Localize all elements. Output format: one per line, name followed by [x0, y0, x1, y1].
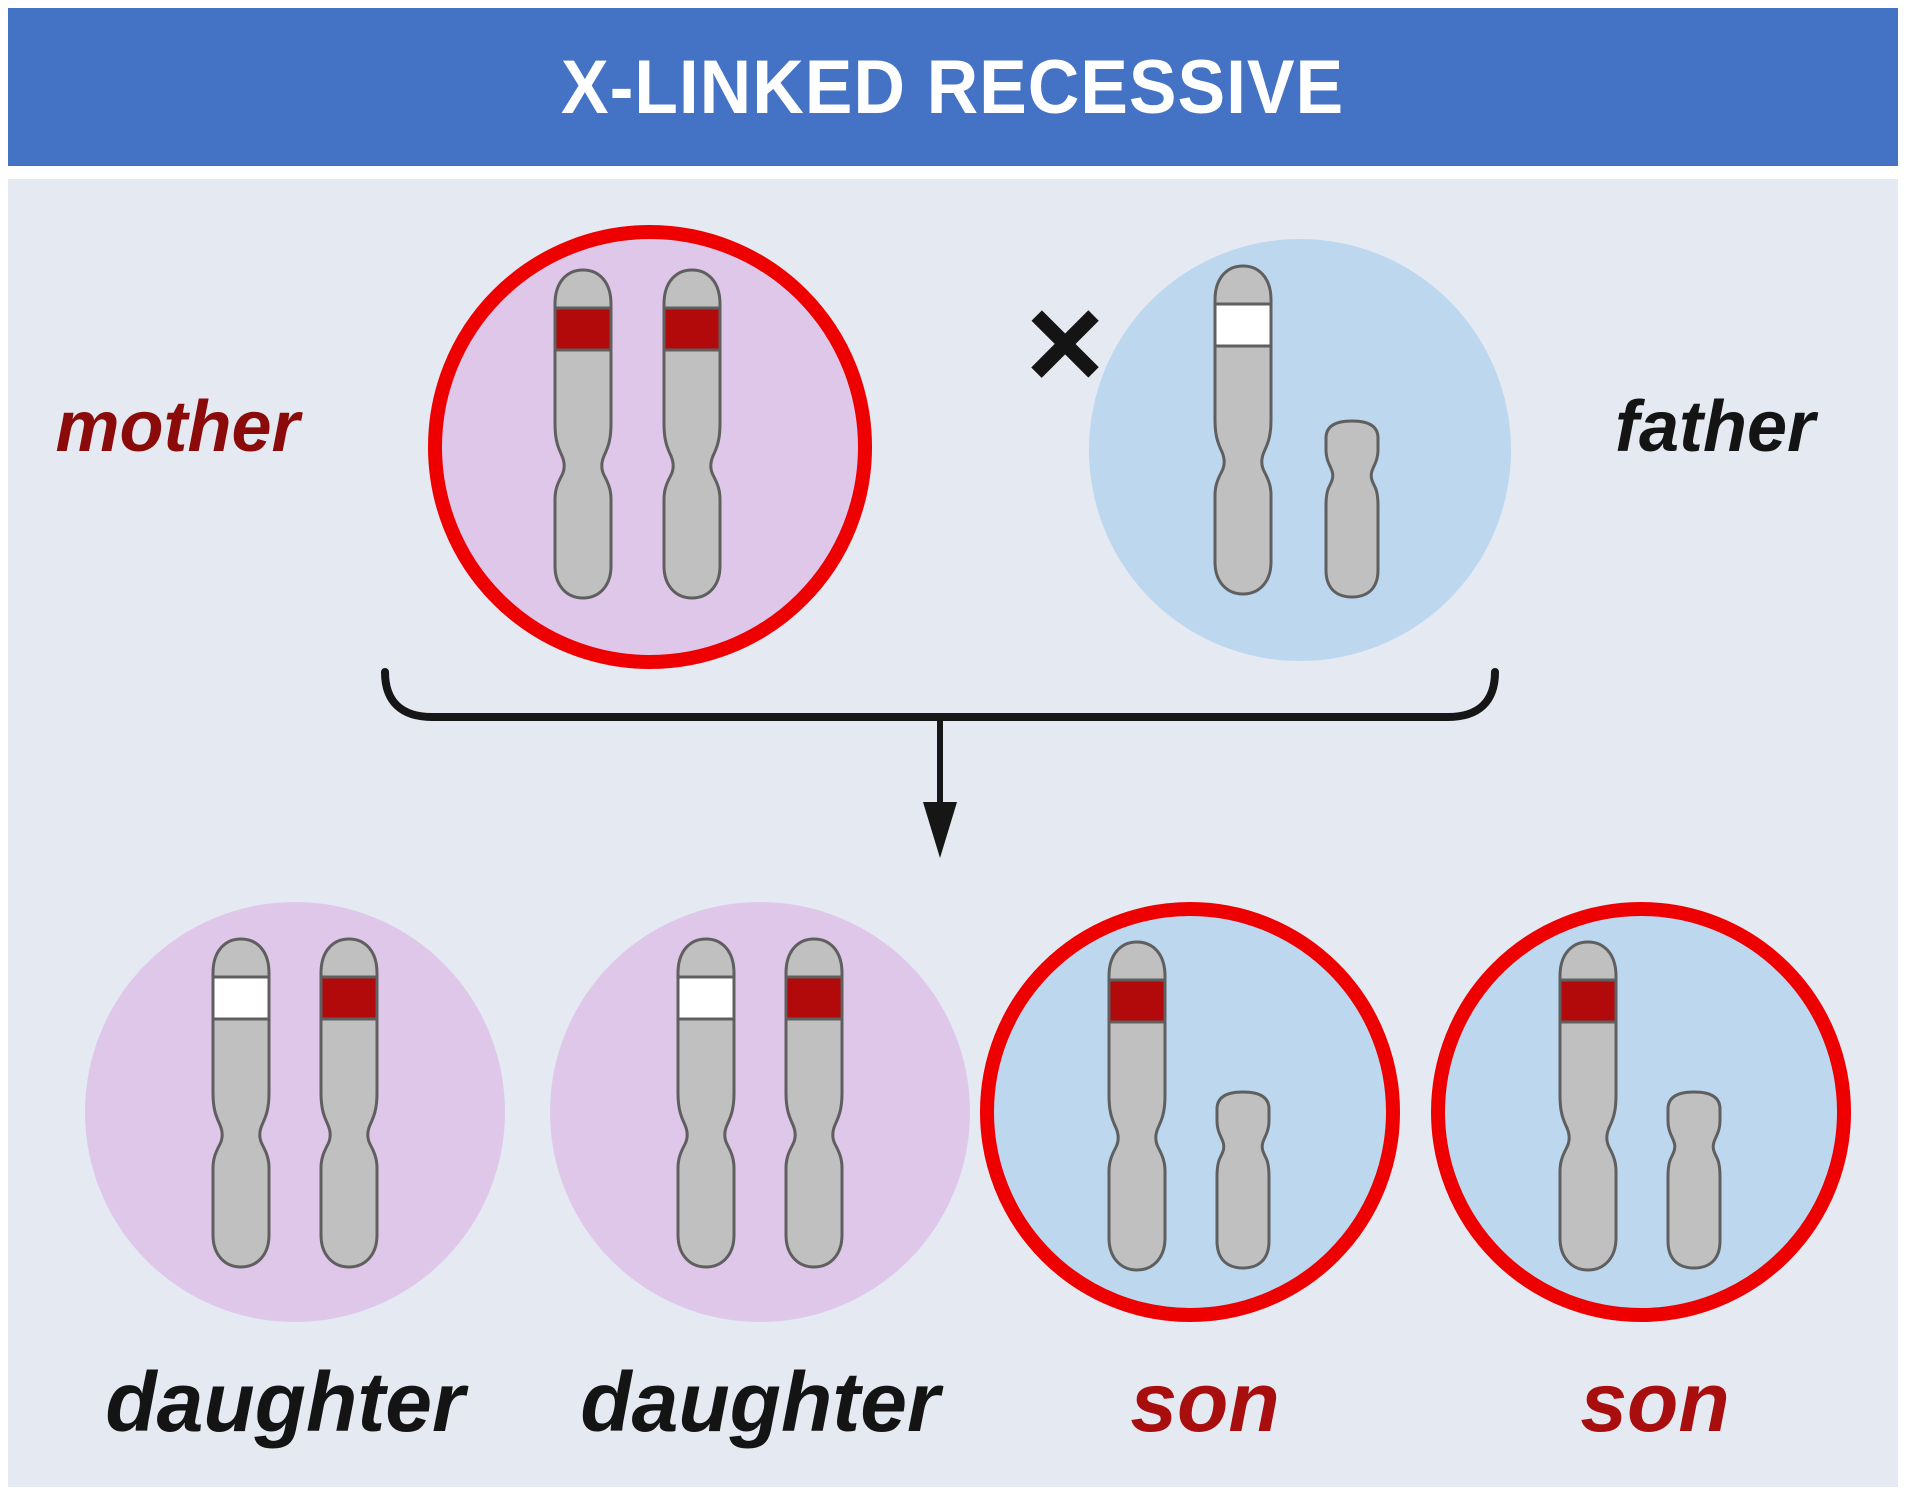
- x-chromosome-icon: [1101, 938, 1173, 1274]
- son1-label: son: [1130, 1355, 1280, 1449]
- x-chromosome-icon: [670, 935, 742, 1271]
- bracket-shape: [381, 668, 1499, 721]
- x-chromosome-icon: [1207, 262, 1279, 598]
- son2-label: son: [1580, 1355, 1730, 1449]
- father-circle: [1089, 239, 1511, 661]
- x-chromosome-icon: [656, 266, 728, 602]
- descent-bracket-and-arrow: [381, 668, 1499, 858]
- mother-circle: [428, 225, 872, 669]
- arrow-head: [923, 802, 957, 858]
- father-label: father: [1614, 387, 1816, 467]
- x-chromosome-icon: [205, 935, 277, 1271]
- y-chromosome-icon: [1319, 418, 1385, 600]
- mother-label: mother: [55, 387, 300, 467]
- x-chromosome-icon: [778, 935, 850, 1271]
- daughter1-label: daughter: [105, 1355, 465, 1449]
- x-chromosome-icon: [1552, 938, 1624, 1274]
- header-bar: X-LINKED RECESSIVE: [8, 8, 1898, 166]
- page-title: X-LINKED RECESSIVE: [561, 44, 1345, 130]
- son1-circle: [980, 902, 1400, 1322]
- daughter2-circle: [550, 902, 970, 1322]
- y-chromosome-icon: [1210, 1089, 1276, 1271]
- daughter2-label: daughter: [580, 1355, 940, 1449]
- son2-circle: [1431, 902, 1851, 1322]
- daughter1-circle: [85, 902, 505, 1322]
- y-chromosome-icon: [1661, 1089, 1727, 1271]
- x-chromosome-icon: [547, 266, 619, 602]
- cross-symbol: ×: [1025, 267, 1105, 418]
- x-chromosome-icon: [313, 935, 385, 1271]
